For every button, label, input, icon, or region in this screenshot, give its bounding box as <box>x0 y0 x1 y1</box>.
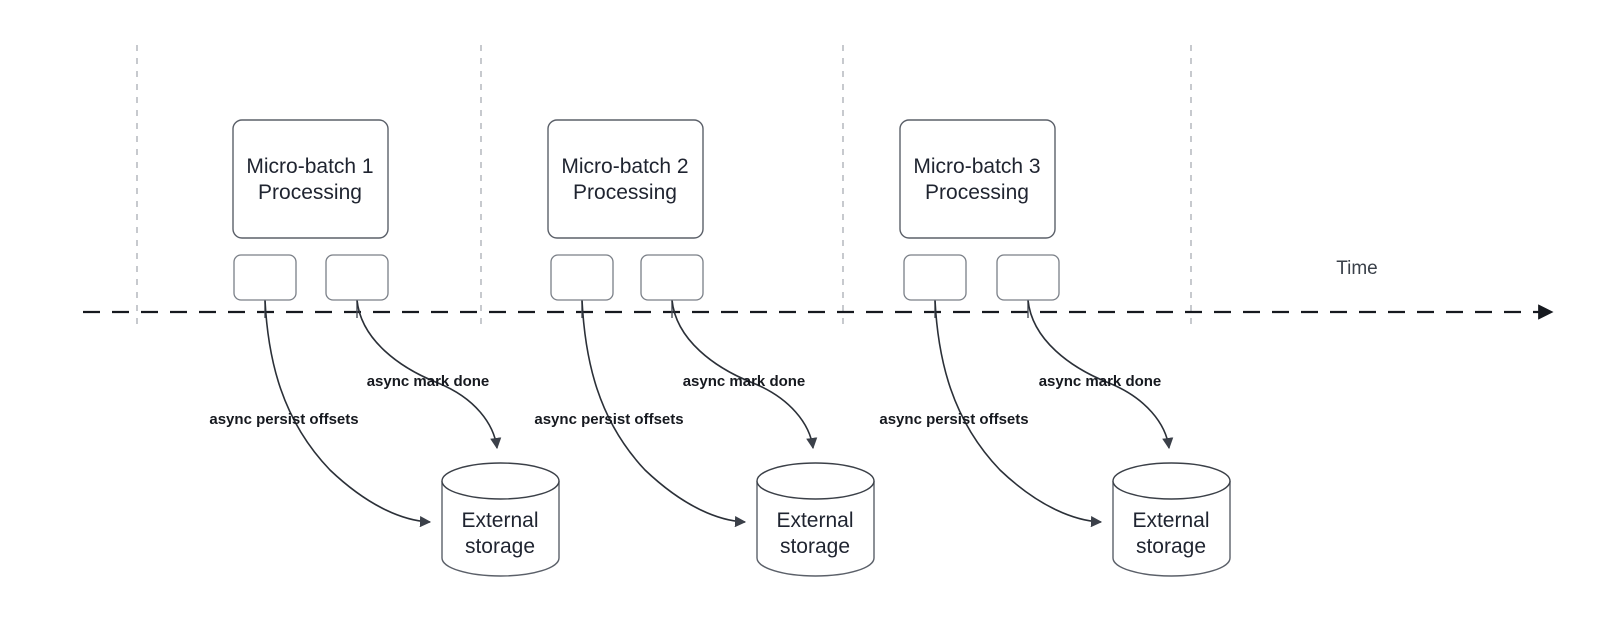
micro-batch-label-3-line1: Micro-batch 3 <box>913 155 1040 178</box>
curve-mark-done-1 <box>356 299 502 450</box>
timeline-boundary-ticks <box>136 45 1192 330</box>
cylinder-body-1 <box>441 481 560 577</box>
micro-batch-label-2-line1: Micro-batch 2 <box>561 155 688 178</box>
edge-label-mark-done-3: async mark done <box>1039 373 1162 390</box>
time-axis: Time <box>83 258 1554 320</box>
cylinder-top-3 <box>1112 462 1231 500</box>
curve-mark-done-2 <box>671 299 818 450</box>
task-box-2-a[interactable] <box>550 254 614 301</box>
micro-batch-label-1-line1: Micro-batch 1 <box>246 155 373 178</box>
external-storage-2[interactable]: External storage <box>756 462 875 577</box>
external-storage-label-2-line2: storage <box>780 535 850 558</box>
external-storage-1[interactable]: External storage <box>441 462 560 577</box>
edge-label-persist-offsets-1: async persist offsets <box>209 411 358 428</box>
cylinder-top-1 <box>441 462 560 500</box>
micro-batch-box-1[interactable] <box>232 119 389 239</box>
task-box-1-b[interactable] <box>325 254 389 301</box>
micro-batch-label-2-line2: Processing <box>573 181 677 204</box>
curve-persist-offsets-2 <box>581 299 747 528</box>
external-storage-3[interactable]: External storage <box>1112 462 1231 577</box>
external-storage-label-1-line1: External <box>461 509 538 532</box>
edge-label-persist-offsets-2: async persist offsets <box>534 411 683 428</box>
curve-persist-offsets-1 <box>264 299 432 528</box>
group-2: Micro-batch 2 Processing External storag… <box>534 119 875 577</box>
time-axis-label: Time <box>1336 258 1378 279</box>
edge-label-mark-done-2: async mark done <box>683 373 806 390</box>
cylinder-top-2 <box>756 462 875 500</box>
curve-mark-done-3 <box>1027 299 1174 450</box>
group-1: Micro-batch 1 Processing External storag… <box>209 119 560 577</box>
micro-batch-label-1-line2: Processing <box>258 181 362 204</box>
task-box-3-b[interactable] <box>996 254 1060 301</box>
external-storage-label-2-line1: External <box>776 509 853 532</box>
task-box-2-b[interactable] <box>640 254 704 301</box>
task-box-1-a[interactable] <box>233 254 297 301</box>
external-storage-label-3-line2: storage <box>1136 535 1206 558</box>
micro-batch-box-2[interactable] <box>547 119 704 239</box>
task-box-3-a[interactable] <box>903 254 967 301</box>
micro-batch-label-3-line2: Processing <box>925 181 1029 204</box>
cylinder-body-2 <box>756 481 875 577</box>
micro-batch-box-3[interactable] <box>899 119 1056 239</box>
edge-label-mark-done-1: async mark done <box>367 373 490 390</box>
external-storage-label-3-line1: External <box>1132 509 1209 532</box>
group-3: Micro-batch 3 Processing External storag… <box>879 119 1231 577</box>
cylinder-body-3 <box>1112 481 1231 577</box>
curve-persist-offsets-3 <box>934 299 1103 528</box>
external-storage-label-1-line2: storage <box>465 535 535 558</box>
edge-label-persist-offsets-3: async persist offsets <box>879 411 1028 428</box>
